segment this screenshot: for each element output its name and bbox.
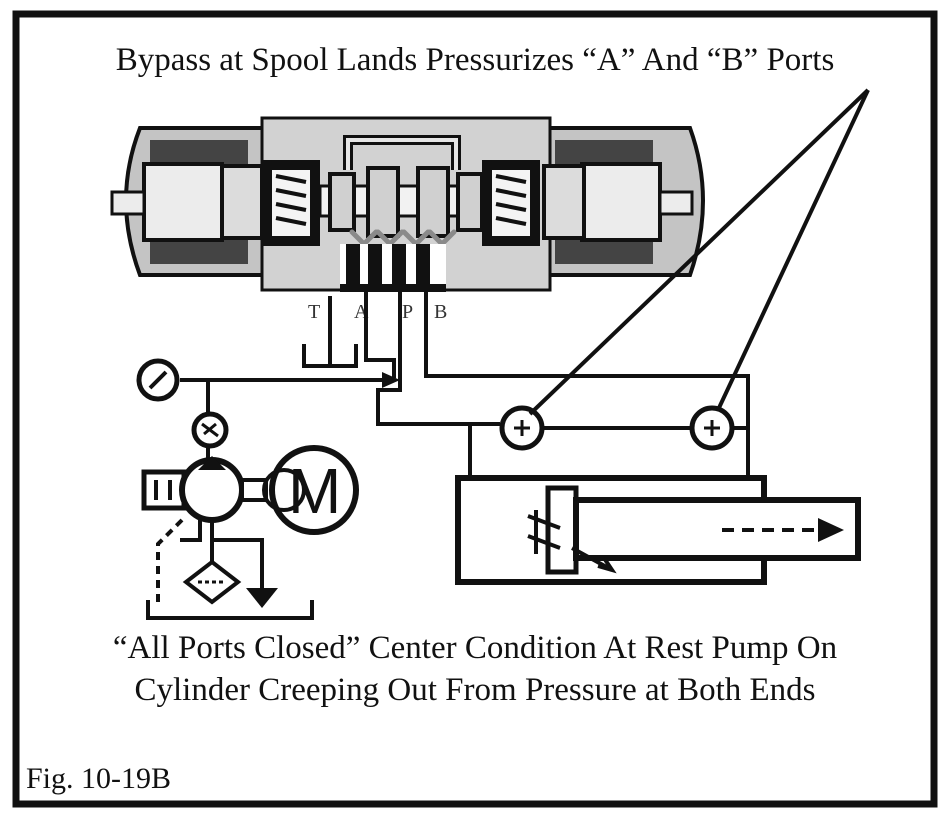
- flow-arrowhead: [382, 372, 400, 388]
- hydraulic-lines: [146, 292, 750, 620]
- pump: [141, 456, 268, 523]
- rod-motion-arrowhead: [818, 518, 844, 542]
- electric-motor: M: [262, 445, 359, 535]
- port-label-p: P: [402, 301, 413, 323]
- figure-frame: [12, 10, 938, 808]
- valve-ports: [340, 244, 446, 292]
- motor-label: M: [288, 455, 341, 527]
- right-spring: [482, 160, 540, 246]
- diagram-title: Bypass at Spool Lands Pressurizes “A” An…: [115, 42, 835, 78]
- leader-lines: [528, 88, 870, 416]
- filter: [182, 559, 278, 608]
- pressure-gauge-a: [499, 405, 545, 451]
- drain-line: [156, 518, 184, 604]
- pressure-gauge-supply: [191, 411, 229, 449]
- hydraulic-cylinder: [455, 475, 861, 585]
- right-solenoid: [542, 140, 694, 264]
- left-spring: [262, 160, 320, 246]
- port-label-t: T: [308, 301, 320, 323]
- port-label-b: B: [434, 301, 447, 323]
- caption-line-1: “All Ports Closed” Center Condition At R…: [112, 630, 838, 666]
- caption-line-2: Cylinder Creeping Out From Pressure at B…: [134, 672, 816, 708]
- pressure-gauge-b: [689, 405, 735, 451]
- pressure-gauge-pump: [136, 358, 180, 402]
- figure-label: Fig. 10-19B: [26, 762, 172, 795]
- left-solenoid: [110, 140, 264, 264]
- spool: [318, 166, 484, 238]
- directional-valve: [110, 116, 705, 292]
